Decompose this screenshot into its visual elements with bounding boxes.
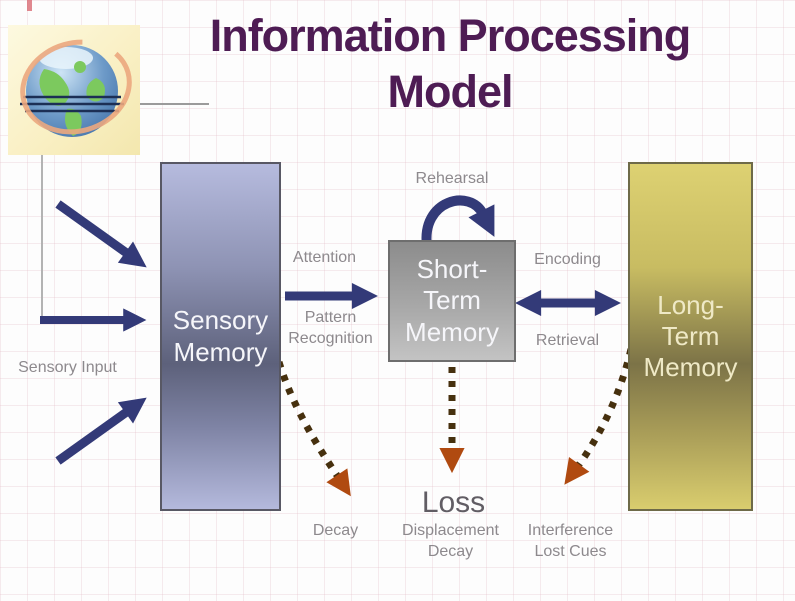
displacement-decay-label: Displacement Decay xyxy=(402,522,499,560)
sensory-input-arrows xyxy=(40,200,147,465)
rehearsal-loop-arrow xyxy=(421,195,495,247)
attention-label: Attention xyxy=(292,249,357,266)
sensory-memory-box: Sensory Memory xyxy=(160,162,281,511)
page-title-line2: Model xyxy=(387,66,514,117)
short-term-memory-box: Short- Term Memory xyxy=(388,240,516,362)
loss-arrows xyxy=(275,348,635,497)
rehearsal-label: Rehearsal xyxy=(415,170,489,187)
interference-lost-cues-label: Interference Lost Cues xyxy=(527,522,614,560)
encoding-label: Encoding xyxy=(534,251,601,268)
sensory-memory-label: Sensory Memory xyxy=(172,305,269,367)
page-title-line1: Information Processing xyxy=(209,10,692,61)
short-term-memory-label: Short- Term Memory xyxy=(405,254,499,347)
sensory-input-arrow-bottom xyxy=(55,397,147,465)
long-term-memory-box: Long- Term Memory xyxy=(628,162,753,511)
long-term-memory-label: Long- Term Memory xyxy=(643,289,738,383)
slide-edge-mark xyxy=(27,0,32,11)
loss-heading: Loss xyxy=(421,486,486,519)
globe-icon xyxy=(8,25,140,155)
retrieval-label: Retrieval xyxy=(535,332,600,349)
sensory-input-arrow-top xyxy=(55,200,147,268)
globe-clipart xyxy=(8,25,140,155)
pattern-recognition-label: Pattern Recognition xyxy=(288,309,373,347)
sensory-input-label: Sensory Input xyxy=(18,359,117,376)
decay-dashed-arrow xyxy=(275,360,351,497)
interference-dashed-arrow xyxy=(564,348,635,485)
decay-label: Decay xyxy=(312,522,359,539)
